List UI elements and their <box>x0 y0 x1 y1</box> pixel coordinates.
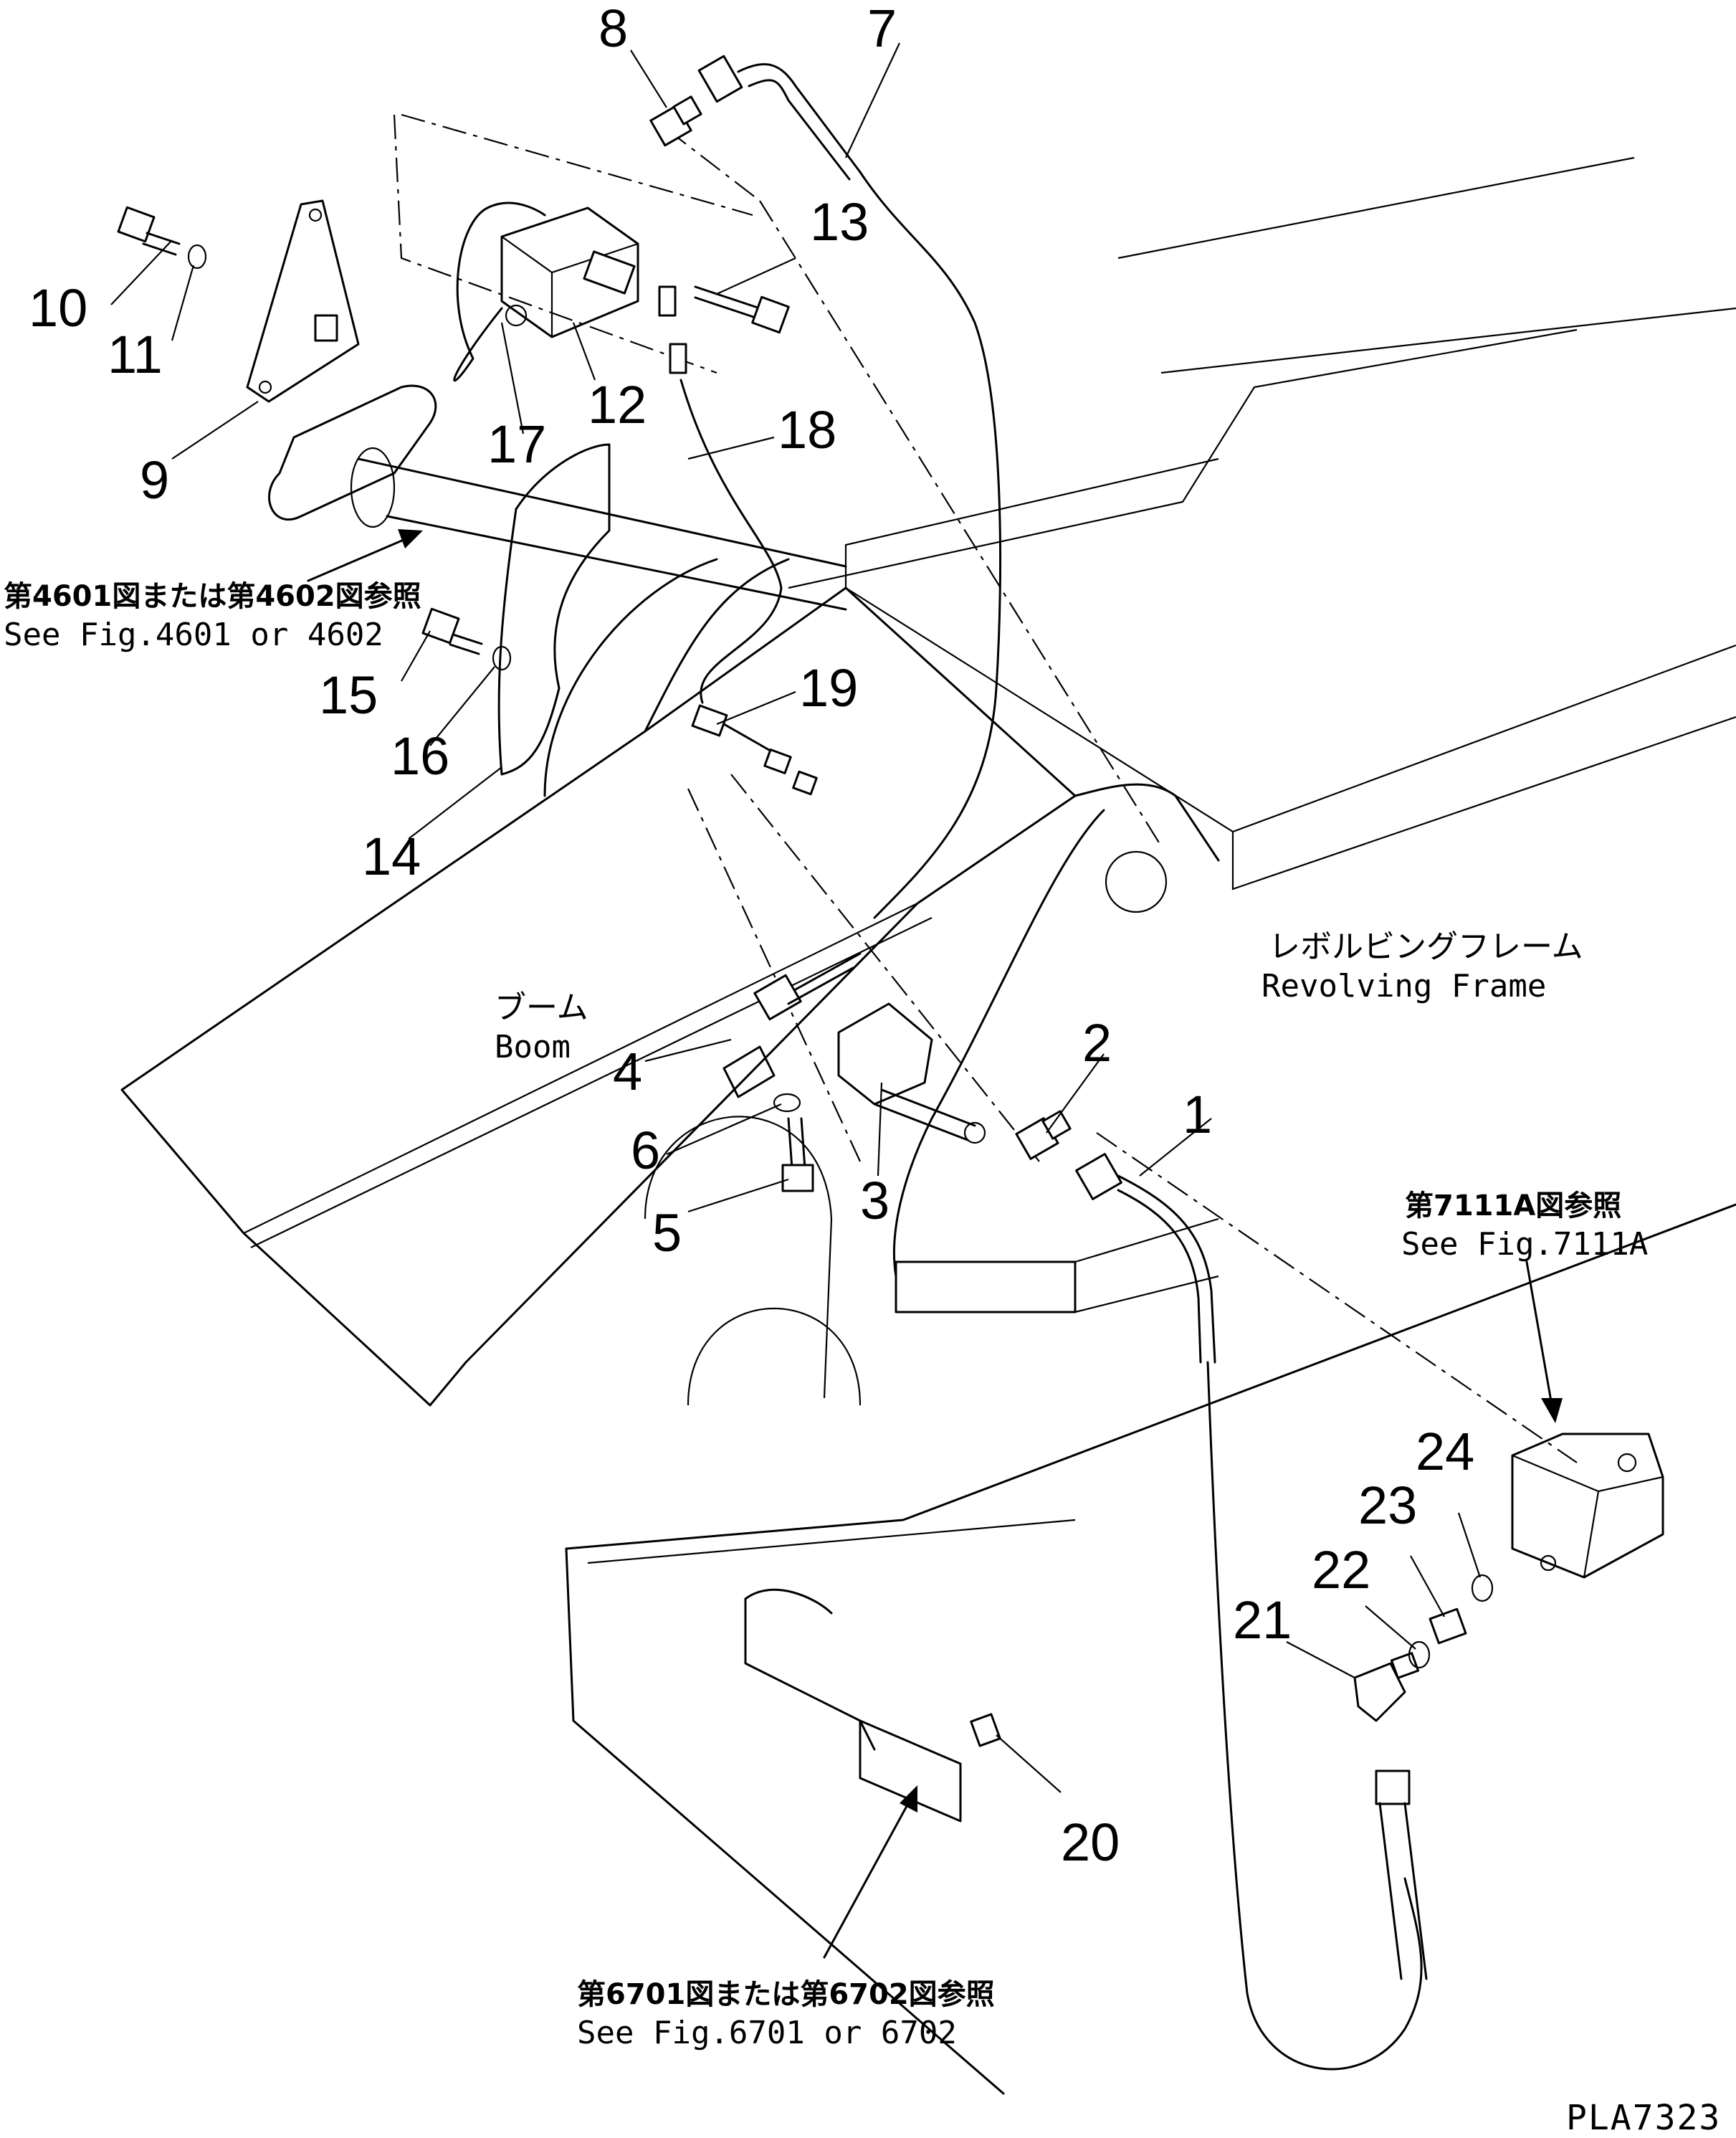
part-number-9: 9 <box>140 450 169 510</box>
revolving-frame-outline <box>565 156 1736 2095</box>
part-22-ring <box>1408 1640 1431 1669</box>
ref-4601-jp: 第4601図または第4602図参照 <box>4 580 421 613</box>
part-number-1: 1 <box>1183 1085 1212 1144</box>
part-17-wire <box>453 201 546 382</box>
ref-6701-en: See Fig.6701 or 6702 <box>577 2015 957 2051</box>
ref-7111-jp: 第7111A図参照 <box>1405 1189 1621 1222</box>
boom-label-en: Boom <box>495 1029 571 1065</box>
part-number-23: 23 <box>1358 1476 1417 1535</box>
part-1-hose <box>1075 1153 1423 2071</box>
part-number-19: 19 <box>799 658 858 718</box>
part-number-3: 3 <box>860 1171 890 1230</box>
valve-block <box>1511 1433 1664 1579</box>
part-21-elbow <box>1353 1652 1420 1722</box>
part-20-fitting <box>744 1588 1001 1823</box>
chain-lines <box>393 113 1578 1463</box>
reference-arrows <box>307 529 1563 1959</box>
revolving-frame-label-jp: レボルビングフレーム <box>1269 928 1583 965</box>
part-2-adapter <box>1015 1110 1072 1160</box>
part-number-20: 20 <box>1061 1812 1120 1872</box>
part-11-washer <box>187 244 207 270</box>
part-number-14: 14 <box>362 827 421 886</box>
part-number-22: 22 <box>1312 1540 1370 1600</box>
part-number-4: 4 <box>613 1042 642 1101</box>
part-5-bolt <box>781 1117 814 1192</box>
boom-outline <box>120 558 1220 1407</box>
part-number-5: 5 <box>652 1203 682 1263</box>
leader-lines <box>110 42 1482 1793</box>
ref-4601-en: See Fig.4601 or 4602 <box>4 617 383 653</box>
part-number-21: 21 <box>1233 1590 1292 1650</box>
part-number-16: 16 <box>391 726 449 786</box>
part-4-tee <box>722 952 862 1098</box>
boom-label-jp: ブーム <box>495 989 588 1026</box>
part-6-washer <box>773 1093 801 1113</box>
part-10-bolt <box>117 206 181 256</box>
part-number-18: 18 <box>778 400 836 460</box>
part-24-ring <box>1471 1574 1494 1602</box>
ref-6701-jp: 第6701図または第6702図参照 <box>577 1978 995 2011</box>
part-7-pipe <box>697 54 1002 919</box>
part-number-15: 15 <box>319 665 378 725</box>
boom-pin <box>268 384 847 611</box>
part-3-switch <box>837 1002 986 1144</box>
revolving-frame-label-en: Revolving Frame <box>1262 968 1546 1004</box>
part-number-13: 13 <box>810 192 869 252</box>
part-number-12: 12 <box>588 375 647 434</box>
part-number-10: 10 <box>29 278 87 338</box>
part-number-6: 6 <box>631 1121 660 1180</box>
ref-7111-en: See Fig.7111A <box>1401 1226 1648 1263</box>
part-numbers: 1 2 3 4 5 6 7 8 9 10 11 12 13 14 15 16 1… <box>29 0 1474 1872</box>
part-14-cover <box>497 443 611 776</box>
part-8-fitting <box>649 95 702 147</box>
part-16-washer <box>492 645 512 671</box>
lower-hose <box>1375 1769 1428 1980</box>
structure-labels: レボルビングフレーム Revolving Frame ブーム Boom <box>495 928 1583 1065</box>
part-number-7: 7 <box>867 0 897 58</box>
part-number-24: 24 <box>1416 1422 1474 1481</box>
part-12-switch <box>500 206 639 338</box>
part-15-bolt <box>421 607 483 655</box>
drawing-code: PLA7323 <box>1566 2098 1721 2138</box>
part-19-connector <box>691 704 818 796</box>
part-9-bracket <box>246 199 360 403</box>
part-13-bolt <box>694 285 790 334</box>
part-number-8: 8 <box>598 0 628 58</box>
part-number-11: 11 <box>108 325 163 384</box>
part-number-17: 17 <box>487 414 546 474</box>
reference-notes: 第4601図または第4602図参照 See Fig.4601 or 4602 第… <box>4 580 1648 2051</box>
part-18-hose <box>658 285 783 704</box>
part-number-2: 2 <box>1082 1013 1112 1073</box>
part-23-adapter <box>1429 1607 1467 1645</box>
